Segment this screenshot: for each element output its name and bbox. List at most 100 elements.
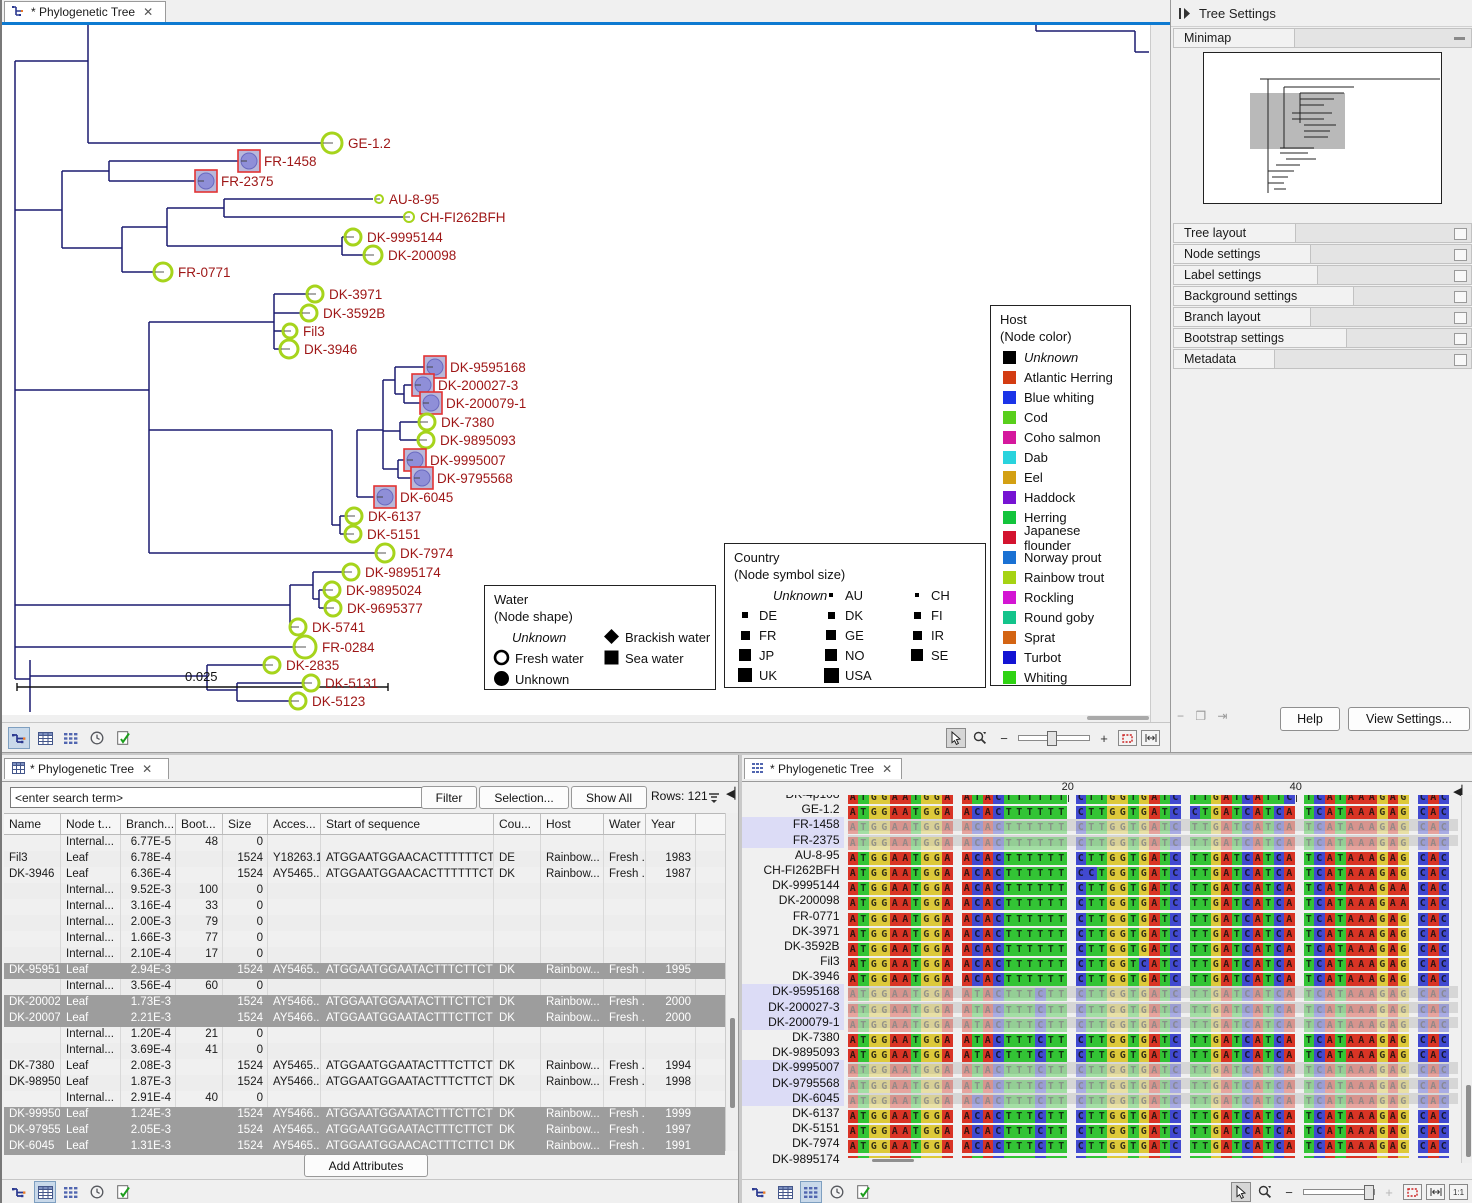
- alignment-row[interactable]: DK-3946ATGGAATGGAACACTTTTTTCTTGGTGATCTTG…: [742, 969, 1458, 984]
- settings-section-metadata[interactable]: Metadata: [1173, 349, 1472, 369]
- column-header-name[interactable]: Name: [4, 814, 61, 834]
- column-header-cou-[interactable]: Cou...: [494, 814, 541, 834]
- zoom-tool-button[interactable]: [1255, 1182, 1275, 1202]
- alignment-vscrollbar[interactable]: [1461, 795, 1472, 1163]
- open-in-window-icon[interactable]: [1454, 228, 1467, 240]
- zoom-slider-thumb[interactable]: [1364, 1185, 1374, 1200]
- open-in-window-icon[interactable]: [1454, 291, 1467, 303]
- alignment-row[interactable]: DK-3971ATGGAATGGAACACTTTTTTCTTGGTGATCTTG…: [742, 924, 1458, 939]
- table-row[interactable]: DK-98950...Leaf1.87E-31524AY5466...ATGGA…: [4, 1075, 725, 1091]
- table-row[interactable]: Internal...1.66E-3770: [4, 931, 725, 947]
- zoom-in-button[interactable]: +: [1379, 1182, 1399, 1202]
- alignment-row[interactable]: FR-2375ATGGAATGGAACACTTTTTTCTTGGTGATCTTG…: [742, 833, 1458, 848]
- one-to-one-button[interactable]: 1:1: [1449, 1184, 1468, 1200]
- history-view-button[interactable]: [86, 1181, 108, 1203]
- table-view-button[interactable]: [774, 1181, 796, 1203]
- element-info-view-button[interactable]: [112, 1181, 134, 1203]
- tree-view-button[interactable]: [8, 727, 30, 749]
- collapse-panel-icon[interactable]: ◀▏: [726, 787, 739, 800]
- tree-view-button[interactable]: [748, 1181, 770, 1203]
- tree-view-button[interactable]: [8, 1181, 30, 1203]
- zoom-out-button[interactable]: −: [1279, 1182, 1299, 1202]
- table-row[interactable]: Internal...9.52E-31000: [4, 883, 725, 899]
- table-row[interactable]: DK-20007...Leaf2.21E-31524AY5466...ATGGA…: [4, 1011, 725, 1027]
- search-input[interactable]: [10, 787, 424, 808]
- tab-alignment-phylogenetic-tree[interactable]: * Phylogenetic Tree ✕: [744, 758, 902, 779]
- table-row[interactable]: Internal...6.77E-5480: [4, 835, 725, 851]
- column-header-host[interactable]: Host: [541, 814, 604, 834]
- show-all-button[interactable]: Show All: [571, 786, 647, 809]
- collapse-section-icon[interactable]: [1454, 37, 1465, 40]
- table-view-button[interactable]: [34, 1181, 56, 1203]
- settings-section-bootstrap-settings[interactable]: Bootstrap settings: [1173, 328, 1472, 348]
- alignment-vscroll-thumb[interactable]: [1466, 1085, 1471, 1157]
- alignment-view-button[interactable]: [800, 1181, 822, 1203]
- table-row[interactable]: Internal...1.20E-4210: [4, 1027, 725, 1043]
- alignment-row[interactable]: DK-3592BATGGAATGGAACACTTTTTTCTTGGTGATCTT…: [742, 939, 1458, 954]
- open-in-window-icon[interactable]: [1454, 354, 1467, 366]
- pan-tool-button[interactable]: [946, 728, 966, 748]
- alignment-view-button[interactable]: [60, 1181, 82, 1203]
- pan-tool-button[interactable]: [1231, 1182, 1251, 1202]
- open-in-window-icon[interactable]: [1454, 270, 1467, 282]
- alignment-row[interactable]: DK-7380ATGGAATGGAATACTTTCTTCTTGGTGATCTTG…: [742, 1030, 1458, 1045]
- table-row[interactable]: DK-97955...Leaf2.05E-31524AY5465...ATGGA…: [4, 1123, 725, 1139]
- close-icon[interactable]: ✕: [143, 5, 153, 19]
- open-in-window-icon[interactable]: [1454, 249, 1467, 261]
- settings-section-background-settings[interactable]: Background settings: [1173, 286, 1472, 306]
- table-row[interactable]: DK-99950...Leaf1.24E-31524AY5466...ATGGA…: [4, 1107, 725, 1123]
- zoom-out-button[interactable]: −: [994, 728, 1014, 748]
- minimap[interactable]: [1203, 52, 1442, 204]
- phylogenetic-tree-canvas[interactable]: 0.025GE-1.2FR-1458FR-2375AU-8-95CH-FI262…: [2, 25, 1150, 715]
- alignment-row[interactable]: GE-1.2ATGGAATGGAACACTTTTTTCTTGGTGATCCTGA…: [742, 802, 1458, 817]
- alignment-row[interactable]: DK-6045ATGGAATGGAACACTTTCTTCTTGGTGATCTTG…: [742, 1091, 1458, 1106]
- alignment-row[interactable]: DK-4p108ATGGAATGGAATACTTTTTTCTTGGTGATCTT…: [742, 795, 1458, 802]
- help-button[interactable]: Help: [1280, 707, 1340, 731]
- column-header-boot-[interactable]: Boot...: [176, 814, 223, 834]
- tree-hscroll-thumb[interactable]: [1087, 716, 1149, 720]
- table-row[interactable]: Internal...3.56E-4600: [4, 979, 725, 995]
- alignment-row[interactable]: DK-9995144ATGGAATGGAACACTTTTTTCTTGGTGATC…: [742, 878, 1458, 893]
- column-header-node-t-[interactable]: Node t...: [61, 814, 121, 834]
- alignment-row[interactable]: DK-9795568ATGGAATGGAATACTTTCTTCTTGGTGATC…: [742, 1076, 1458, 1091]
- open-in-window-icon[interactable]: [1454, 333, 1467, 345]
- alignment-hscroll-thumb[interactable]: [872, 1159, 914, 1162]
- table-vscroll-thumb[interactable]: [730, 1018, 735, 1108]
- filter-funnel-icon[interactable]: [708, 791, 720, 809]
- table-row[interactable]: Internal...2.00E-3790: [4, 915, 725, 931]
- alignment-row[interactable]: DK-9895093ATGGAATGGAATACTTTCTTCTTGGTGATC…: [742, 1045, 1458, 1060]
- alignment-row[interactable]: DK-200027-3ATGGAATGGAATACTTTCTTCTTGGTGAT…: [742, 1000, 1458, 1015]
- table-row[interactable]: DK-3946Leaf6.36E-41524AY5465...ATGGAATGG…: [4, 867, 725, 883]
- column-header-water[interactable]: Water: [604, 814, 646, 834]
- section-minimap[interactable]: Minimap: [1173, 28, 1472, 48]
- history-view-button[interactable]: [826, 1181, 848, 1203]
- fit-selection-button[interactable]: [1118, 730, 1137, 746]
- tab-phylogenetic-tree[interactable]: * Phylogenetic Tree ✕: [4, 1, 166, 22]
- column-header-branch-[interactable]: Branch...: [121, 814, 176, 834]
- settings-section-branch-layout[interactable]: Branch layout: [1173, 307, 1472, 327]
- table-row[interactable]: DK-20002...Leaf1.73E-31524AY5466...ATGGA…: [4, 995, 725, 1011]
- close-icon[interactable]: ✕: [882, 762, 892, 776]
- settings-section-label-settings[interactable]: Label settings: [1173, 265, 1472, 285]
- open-in-window-icon[interactable]: [1454, 312, 1467, 324]
- column-header-acces-[interactable]: Acces...: [268, 814, 321, 834]
- alignment-row[interactable]: DK-200079-1ATGGAATGGAATACTTTCTTCTTGGTGAT…: [742, 1015, 1458, 1030]
- fit-width-button[interactable]: [1426, 1184, 1445, 1200]
- table-row[interactable]: Internal...2.91E-4400: [4, 1091, 725, 1107]
- alignment-hscrollbar[interactable]: [846, 1158, 1458, 1164]
- table-vscrollbar[interactable]: [725, 813, 739, 1151]
- table-row[interactable]: DK-7380Leaf2.08E-31524AY5465...ATGGAATGG…: [4, 1059, 725, 1075]
- add-attributes-button[interactable]: Add Attributes: [304, 1154, 428, 1177]
- alignment-row[interactable]: FR-1458ATGGAATGGAACACTTTTTTCTTGGTGATCTTG…: [742, 817, 1458, 832]
- zoom-slider[interactable]: [1018, 735, 1090, 741]
- column-header-year[interactable]: Year: [646, 814, 696, 834]
- alignment-row[interactable]: CH-FI262BFHATGGAATGGAACACTTTTTTCCTGGTGAT…: [742, 863, 1458, 878]
- alignment-view-button[interactable]: [60, 727, 82, 749]
- zoom-tool-button[interactable]: [970, 728, 990, 748]
- settings-header[interactable]: Tree Settings: [1171, 0, 1472, 27]
- view-settings-button[interactable]: View Settings...: [1348, 707, 1470, 731]
- element-info-view-button[interactable]: [112, 727, 134, 749]
- close-icon[interactable]: ✕: [142, 762, 152, 776]
- selection-button[interactable]: Selection...: [479, 786, 569, 809]
- table-row[interactable]: DK-95951...Leaf2.94E-31524AY5465...ATGGA…: [4, 963, 725, 979]
